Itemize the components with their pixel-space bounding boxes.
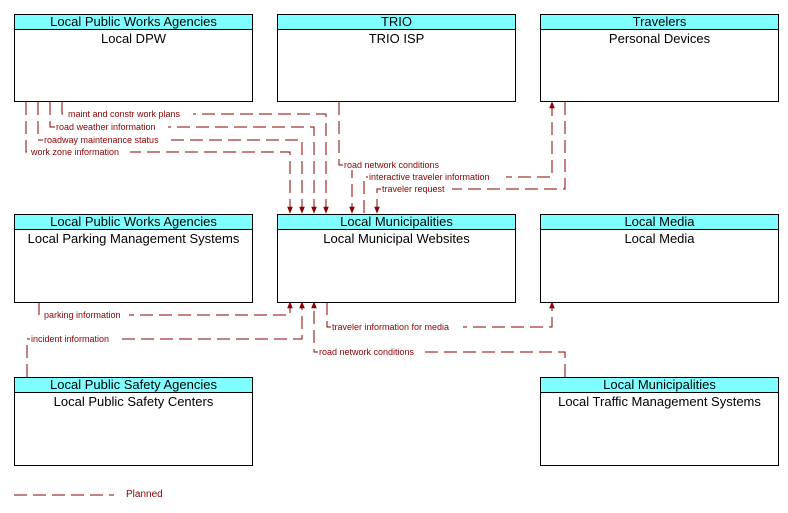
flow-road-weather xyxy=(49,102,317,214)
box-title: Local Traffic Management Systems xyxy=(558,394,761,409)
flow-label-incident: incident information xyxy=(31,334,109,344)
box-local-media: Local Media Local Media xyxy=(540,214,779,303)
box-header: Local Public Works Agencies xyxy=(15,215,252,230)
flow-label-road-network-tms: road network conditions xyxy=(319,347,415,357)
flow-label-traveler-request: traveler request xyxy=(382,184,445,194)
box-header: Local Municipalities xyxy=(541,378,778,393)
flow-label-work-zone: work zone information xyxy=(30,147,119,157)
box-local-websites: Local Municipalities Local Municipal Web… xyxy=(277,214,516,303)
box-header: Local Media xyxy=(541,215,778,230)
flow-parking xyxy=(38,301,293,316)
box-header: Travelers xyxy=(541,15,778,30)
box-title: Local Media xyxy=(624,231,695,246)
flow-label-maint-constr: maint and constr work plans xyxy=(68,109,181,119)
box-title: Local Public Safety Centers xyxy=(53,394,214,409)
flow-traveler-request xyxy=(374,102,566,214)
flow-label-traveler-info-media: traveler information for media xyxy=(332,322,449,332)
flow-road-network-tms xyxy=(311,301,566,377)
box-title: TRIO ISP xyxy=(368,31,425,46)
flow-label-road-weather: road weather information xyxy=(56,122,156,132)
box-header: Local Public Works Agencies xyxy=(15,15,252,30)
box-personal-devices: Travelers Personal Devices xyxy=(540,14,779,102)
flow-road-network-trio xyxy=(338,102,355,214)
box-local-parking: Local Public Works Agencies Local Parkin… xyxy=(14,214,253,303)
box-local-dpw: Local Public Works Agencies Local DPW xyxy=(14,14,253,102)
flow-roadway-maint xyxy=(37,102,305,214)
flow-label-interactive-traveler: interactive traveler information xyxy=(369,172,490,182)
box-title: Personal Devices xyxy=(608,31,711,46)
box-header: TRIO xyxy=(278,15,515,30)
box-title: Local Municipal Websites xyxy=(323,231,470,246)
flow-label-roadway-maint: roadway maintenance status xyxy=(44,135,159,145)
flow-work-zone xyxy=(25,102,293,214)
box-public-safety: Local Public Safety Agencies Local Publi… xyxy=(14,377,253,466)
box-title: Local Parking Management Systems xyxy=(27,231,240,246)
flow-incident xyxy=(26,301,305,377)
box-trio-isp: TRIO TRIO ISP xyxy=(277,14,516,102)
flow-label-road-network-trio: road network conditions xyxy=(344,160,440,170)
flow-label-parking: parking information xyxy=(44,310,121,320)
box-header: Local Public Safety Agencies xyxy=(15,378,252,393)
flow-maint-constr xyxy=(61,102,329,214)
box-header: Local Municipalities xyxy=(278,215,515,230)
box-title: Local DPW xyxy=(100,31,167,46)
flow-interactive-traveler xyxy=(363,101,555,213)
legend-label: Planned xyxy=(126,489,163,500)
box-traffic-mgmt: Local Municipalities Local Traffic Manag… xyxy=(540,377,779,466)
